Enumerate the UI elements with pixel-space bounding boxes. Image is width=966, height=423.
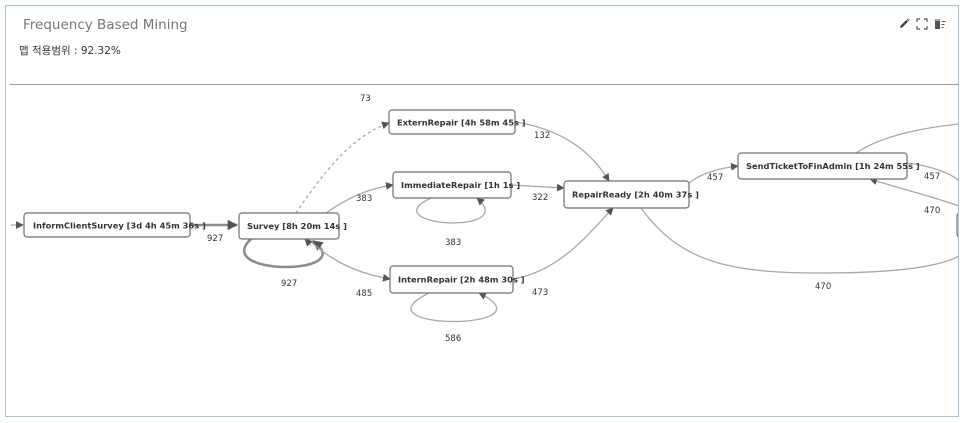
svg-text:InternRepair [2h 48m 30s ]: InternRepair [2h 48m 30s ] <box>398 275 525 285</box>
node-immediate-repair[interactable]: ImmediateRepair [1h 1s ] <box>392 171 520 199</box>
map-coverage-text: 맵 적용범위 : 92.32% <box>19 45 121 57</box>
edge-survey-immediate <box>325 182 394 214</box>
node-send-ticket-to-fin-admin[interactable]: SendTicketToFinAdmin [1h 24m 55s ] <box>737 152 920 180</box>
svg-text:ExternRepair [4h 58m 45s ]: ExternRepair [4h 58m 45s ] <box>397 118 526 128</box>
edge-ready-out <box>640 207 958 274</box>
edge-back-send <box>869 177 958 207</box>
label-ready-send: 457 <box>707 173 723 183</box>
frequency-mining-panel: Frequency Based Mining 맵 적용범위 : 92.32% <box>5 5 959 417</box>
label-survey-loop: 927 <box>281 279 297 289</box>
header-divider <box>10 84 958 85</box>
label-send-out: 457 <box>924 172 940 182</box>
edge-intern-loop <box>410 292 498 323</box>
edge-immediate-ready <box>510 183 565 192</box>
svg-text:SendTicketToFinAdmin [1h 24m 5: SendTicketToFinAdmin [1h 24m 55s ] <box>746 161 920 171</box>
label-survey-extern: 73 <box>360 94 371 104</box>
panel-toolbar <box>898 18 946 30</box>
edge-survey-extern <box>295 121 390 214</box>
node-repair-ready[interactable]: RepairReady [2h 40m 37s ] <box>563 180 699 209</box>
node-inform-client-survey[interactable]: InformClientSurvey [3d 4h 45m 36s ] <box>23 212 206 238</box>
expand-icon[interactable] <box>916 18 928 30</box>
pencil-icon[interactable] <box>898 18 910 30</box>
edge-immediate-loop <box>415 197 486 224</box>
edge-send-out <box>906 162 958 182</box>
trash-list-icon[interactable] <box>934 18 946 30</box>
label-ready-out: 470 <box>815 282 831 292</box>
edge-extern-ready <box>514 121 610 182</box>
edge-survey-loop <box>242 238 324 269</box>
node-extern-repair[interactable]: ExternRepair [4h 58m 45s ] <box>388 109 526 135</box>
edge-ready-send <box>688 162 739 184</box>
edge-survey-intern <box>307 238 391 282</box>
node-intern-repair[interactable]: InternRepair [2h 48m 30s ] <box>389 265 525 294</box>
svg-text:Survey [8h 20m 14s ]: Survey [8h 20m 14s ] <box>247 221 347 231</box>
label-extern-ready: 132 <box>534 131 550 141</box>
edge-intern-back-survey <box>304 238 313 247</box>
node-survey[interactable]: Survey [8h 20m 14s ] <box>238 212 347 240</box>
label-immediate-loop: 383 <box>445 238 461 248</box>
panel-title: Frequency Based Mining <box>23 17 188 33</box>
node-offscreen-partial[interactable] <box>956 213 959 237</box>
label-survey-intern: 485 <box>356 289 372 299</box>
label-inform-survey: 927 <box>207 234 223 244</box>
svg-text:RepairReady [2h 40m 37s ]: RepairReady [2h 40m 37s ] <box>572 190 699 200</box>
svg-text:ImmediateRepair [1h 1s ]: ImmediateRepair [1h 1s ] <box>401 180 520 190</box>
label-survey-immediate: 383 <box>356 194 372 204</box>
process-map-canvas: InformClientSurvey [3d 4h 45m 36s ] Surv… <box>11 94 959 344</box>
label-intern-ready: 473 <box>532 288 548 298</box>
label-intern-loop: 586 <box>445 334 461 344</box>
label-immediate-ready: 322 <box>532 193 548 203</box>
edge-send-out-top <box>855 123 958 154</box>
label-back-send: 470 <box>924 206 940 216</box>
edge-intern-ready <box>512 207 614 280</box>
svg-text:InformClientSurvey [3d 4h 45m: InformClientSurvey [3d 4h 45m 36s ] <box>33 221 206 231</box>
